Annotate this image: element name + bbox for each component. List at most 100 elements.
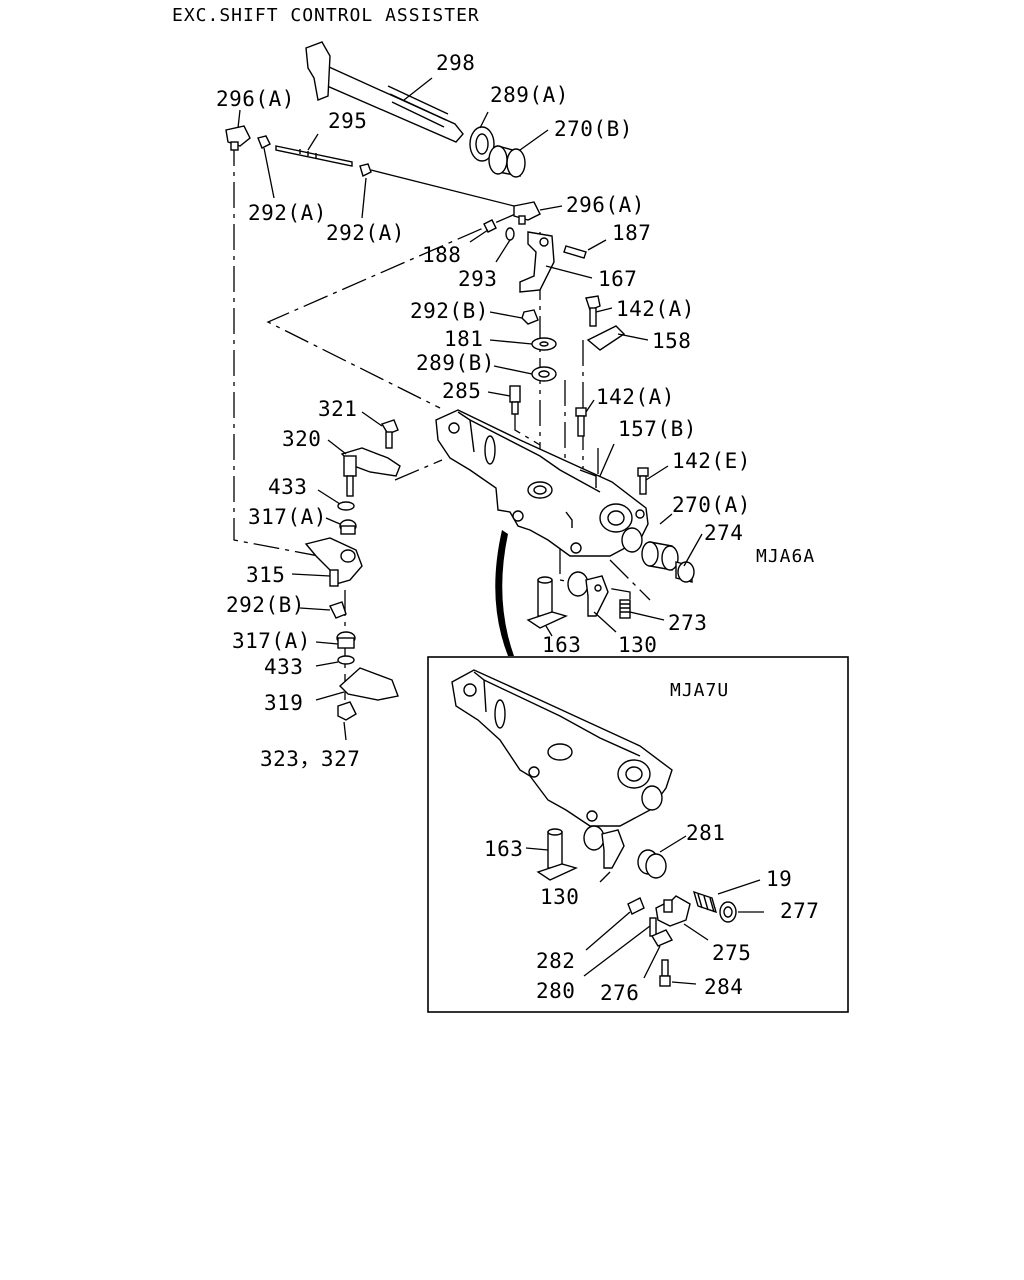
part-181-washer	[531, 337, 557, 351]
part-292a-nut-mid	[359, 163, 372, 177]
label-277: 277	[780, 899, 819, 923]
part-315-lever	[304, 537, 363, 587]
label-270b: 270(B)	[554, 117, 633, 141]
label-187: 187	[612, 221, 651, 245]
label-292a-mid: 292(A)	[326, 221, 405, 245]
label-296a-right: 296(A)	[566, 193, 645, 217]
part-273-spring	[619, 599, 631, 619]
part-292b-nut-low	[329, 601, 347, 619]
part-142a-bolt-mid	[575, 407, 587, 437]
leader-lines-inset	[525, 835, 764, 985]
part-317a-bushing-top	[339, 519, 357, 535]
part-142a-bolt-top	[585, 295, 601, 327]
label-181: 181	[444, 327, 483, 351]
label-285: 285	[442, 379, 481, 403]
label-292b-low: 292(B)	[226, 593, 305, 617]
part-277-seal	[719, 901, 737, 923]
label-296a-top: 296(A)	[216, 87, 295, 111]
part-295-rod	[275, 145, 353, 167]
part-270a-bushing	[641, 541, 679, 571]
label-270a: 270(A)	[672, 493, 751, 517]
part-158-plate	[586, 325, 626, 351]
part-labels: 298 296(A) 289(A) 295 270(B) 292(A) 292(…	[216, 51, 819, 1005]
label-130-main: 130	[618, 633, 657, 657]
label-433-top: 433	[268, 475, 307, 499]
label-317a-low: 317(A)	[232, 629, 311, 653]
part-142e-bolt	[637, 467, 649, 495]
label-274: 274	[704, 521, 743, 545]
part-274-plug	[675, 561, 695, 583]
part-167-lever	[519, 231, 555, 293]
part-433-oring-low	[337, 655, 355, 665]
part-275-bracket	[655, 895, 691, 927]
label-323-327: 323，327	[260, 747, 360, 771]
part-323-327-nut	[337, 701, 357, 721]
label-321: 321	[318, 397, 357, 421]
main-housing	[435, 409, 649, 557]
part-320-lever	[340, 447, 401, 497]
diagram-code-inset: MJA7U	[670, 680, 729, 701]
part-280-pin	[649, 917, 657, 937]
label-315: 315	[246, 563, 285, 587]
label-295: 295	[328, 109, 367, 133]
label-163-main: 163	[542, 633, 581, 657]
part-298-shift-rod	[305, 41, 464, 143]
label-157b: 157(B)	[618, 417, 697, 441]
label-282: 282	[536, 949, 575, 973]
label-188: 188	[422, 243, 461, 267]
label-276: 276	[600, 981, 639, 1005]
label-317a-top: 317(A)	[248, 505, 327, 529]
part-284-bolt	[659, 959, 671, 987]
label-19: 19	[766, 867, 792, 891]
diagram-title: EXC.SHIFT CONTROL ASSISTER	[172, 5, 480, 26]
label-142a-mid: 142(A)	[596, 385, 675, 409]
diagram-code-main: MJA6A	[756, 546, 815, 567]
part-281-bushing	[637, 849, 667, 879]
leader-lines-main	[237, 77, 703, 741]
label-433-low: 433	[264, 655, 303, 679]
label-292b-top: 292(B)	[410, 299, 489, 323]
label-158: 158	[652, 329, 691, 353]
part-276-plate	[650, 929, 674, 947]
label-280: 280	[536, 979, 575, 1003]
part-282-switch	[627, 897, 645, 915]
label-298: 298	[436, 51, 475, 75]
label-142e: 142(E)	[672, 449, 751, 473]
label-167: 167	[598, 267, 637, 291]
part-317a-bushing-low	[336, 631, 356, 649]
part-296a-right-ball-joint	[513, 201, 541, 225]
label-319: 319	[264, 691, 303, 715]
label-163-inset: 163	[484, 837, 523, 861]
part-319-bracket	[338, 667, 399, 701]
part-163-shaft-inset	[536, 828, 579, 881]
part-321-bolt	[380, 419, 399, 449]
label-289a: 289(A)	[490, 83, 569, 107]
part-270b-bushing	[488, 145, 526, 178]
part-163-shaft-main	[526, 576, 569, 629]
label-281: 281	[686, 821, 725, 845]
label-293: 293	[458, 267, 497, 291]
part-187-pin	[563, 245, 587, 259]
label-320: 320	[282, 427, 321, 451]
label-130-inset: 130	[540, 885, 579, 909]
part-188-nut	[483, 219, 497, 233]
label-289b: 289(B)	[416, 351, 495, 375]
label-284: 284	[704, 975, 743, 999]
inset-housing	[451, 669, 673, 827]
part-292b-nut-top	[521, 309, 539, 325]
part-130-lever-inset	[583, 825, 625, 869]
label-142a-top: 142(A)	[616, 297, 695, 321]
part-285-switch	[509, 385, 521, 415]
label-292a-left: 292(A)	[248, 201, 327, 225]
part-289b-seal	[531, 366, 557, 382]
label-273: 273	[668, 611, 707, 635]
label-275: 275	[712, 941, 751, 965]
part-289a-seal	[469, 126, 495, 162]
inset-callout-curve	[495, 530, 514, 656]
part-433-oring-top	[337, 501, 355, 511]
part-130-lever-main	[567, 571, 609, 617]
part-293-washer	[505, 227, 515, 241]
part-19-spring	[692, 890, 718, 914]
